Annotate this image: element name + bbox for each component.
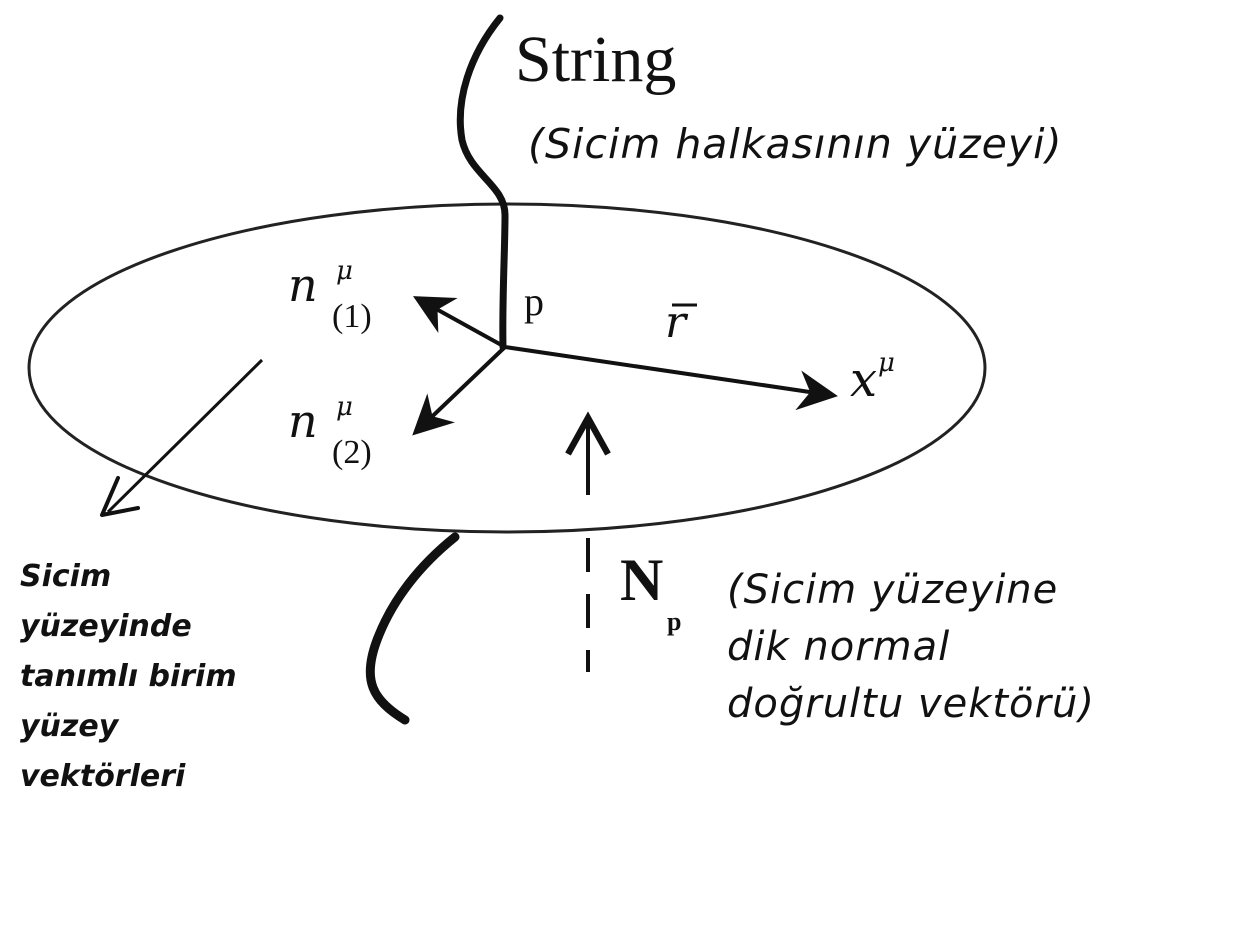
n1-symbol: n — [288, 258, 318, 312]
n2-symbol: n — [288, 394, 318, 448]
radius-label: r — [665, 297, 687, 348]
n2-label: n μ (2) — [288, 392, 372, 471]
string-title: String — [515, 23, 677, 96]
n1-label: n μ (1) — [288, 256, 372, 335]
string-lower-curve — [365, 532, 460, 725]
n2-superscript: μ — [336, 392, 353, 422]
surface-vectors-pointer — [106, 358, 264, 514]
n1-vector-arrow — [412, 296, 506, 349]
n2-vector-arrow — [412, 345, 507, 436]
normal-vector-label: N — [620, 547, 664, 613]
n2-subscript: (2) — [332, 434, 372, 471]
pointer-arrowhead — [100, 476, 140, 517]
position-vector-symbol: x — [850, 352, 878, 408]
surface-vectors-note: Sicim yüzeyinde tanımlı birim yüzey vekt… — [20, 559, 237, 794]
n1-superscript: μ — [336, 256, 353, 286]
string-upper-curve — [456, 14, 509, 351]
r-vector-arrow — [504, 345, 838, 411]
normal-vector-note: (Sicim yüzeyine dik normal doğrultu vekt… — [727, 567, 1095, 727]
string-subtitle: (Sicim halkasının yüzeyi) — [528, 120, 1063, 168]
normal-vector-subscript: p — [667, 607, 682, 636]
position-vector-superscript: μ — [878, 348, 895, 378]
point-p-label: p — [524, 279, 544, 324]
n1-subscript: (1) — [332, 298, 372, 335]
string-surface-ellipse — [27, 202, 987, 534]
